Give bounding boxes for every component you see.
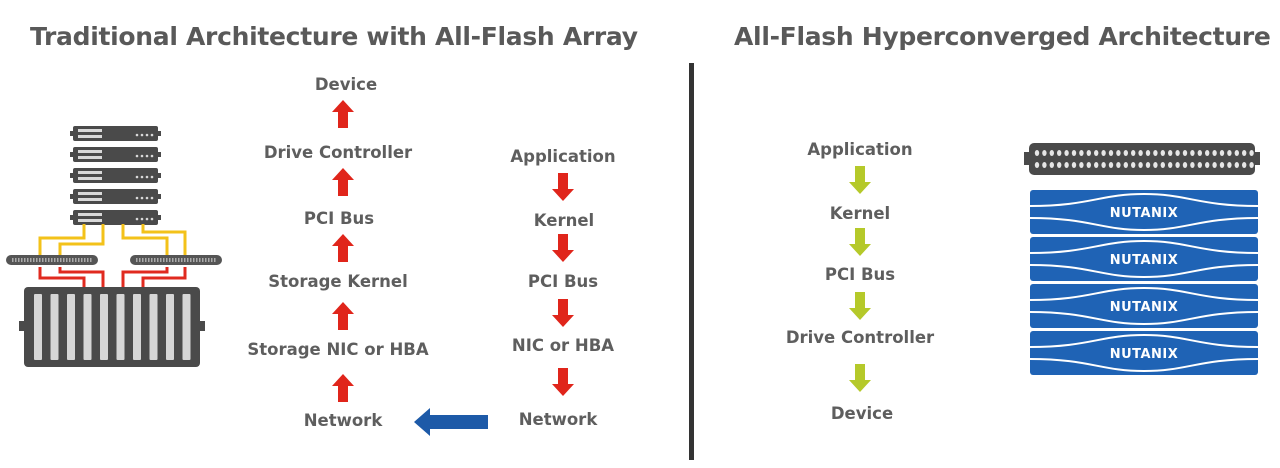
red-down-arrow-icon [552,368,574,396]
storage-step-storage-kernel: Storage Kernel [268,272,408,291]
hci-step-pci-bus: PCI Bus [824,265,896,284]
server-stack-icon [70,126,161,225]
cable-bundle [38,224,187,288]
network-switch-icon [6,255,98,265]
hci-step-device: Device [830,404,894,423]
panel-divider [689,63,694,460]
nutanix-node-icon: NUTANIX [1029,331,1259,375]
right-panel-title: All-Flash Hyperconverged Architecture [734,22,1271,51]
host-step-kernel: Kernel [533,211,595,230]
host-step-nic-hba: NIC or HBA [511,336,615,355]
storage-array-icon [19,287,205,367]
green-down-arrow-icon [849,228,871,256]
host-step-application: Application [510,147,616,166]
hci-step-drive-controller: Drive Controller [785,328,935,347]
green-down-arrow-icon [849,364,871,392]
green-down-arrow-icon [849,292,871,320]
host-step-pci-bus: PCI Bus [527,272,599,291]
nutanix-logo-text: NUTANIX [1110,206,1179,221]
storage-step-network: Network [303,411,383,430]
red-down-arrow-icon [552,173,574,201]
red-down-arrow-icon [552,299,574,327]
nutanix-logo-text: NUTANIX [1110,300,1179,315]
network-switch-icon [130,255,222,265]
storage-step-storage-nic: Storage NIC or HBA [247,340,429,359]
nutanix-node-icon: NUTANIX [1029,190,1259,234]
red-up-arrow-icon [332,100,354,128]
nutanix-logo-text: NUTANIX [1110,253,1179,268]
nutanix-node-icon: NUTANIX [1029,237,1259,281]
hci-step-kernel: Kernel [829,204,891,223]
left-panel-title: Traditional Architecture with All-Flash … [30,22,638,51]
nutanix-logo-text: NUTANIX [1110,347,1179,362]
red-up-arrow-icon [332,234,354,262]
host-step-network: Network [518,410,598,429]
storage-step-device: Device [314,75,378,94]
red-up-arrow-icon [332,302,354,330]
hci-step-application: Application [807,140,913,159]
red-up-arrow-icon [332,374,354,402]
storage-step-pci-bus: PCI Bus [303,209,375,228]
network-switch-icon [1024,143,1260,175]
red-up-arrow-icon [332,168,354,196]
green-down-arrow-icon [849,166,871,194]
nutanix-node-icon: NUTANIX [1029,284,1259,328]
red-down-arrow-icon [552,234,574,262]
blue-left-arrow-icon [414,408,488,436]
traditional-hardware-illustration [6,126,222,367]
hyperconverged-hardware-illustration: NUTANIX NUTANIX NUTANIX NUTANIX [1024,143,1260,375]
storage-step-drive-controller: Drive Controller [263,143,413,162]
